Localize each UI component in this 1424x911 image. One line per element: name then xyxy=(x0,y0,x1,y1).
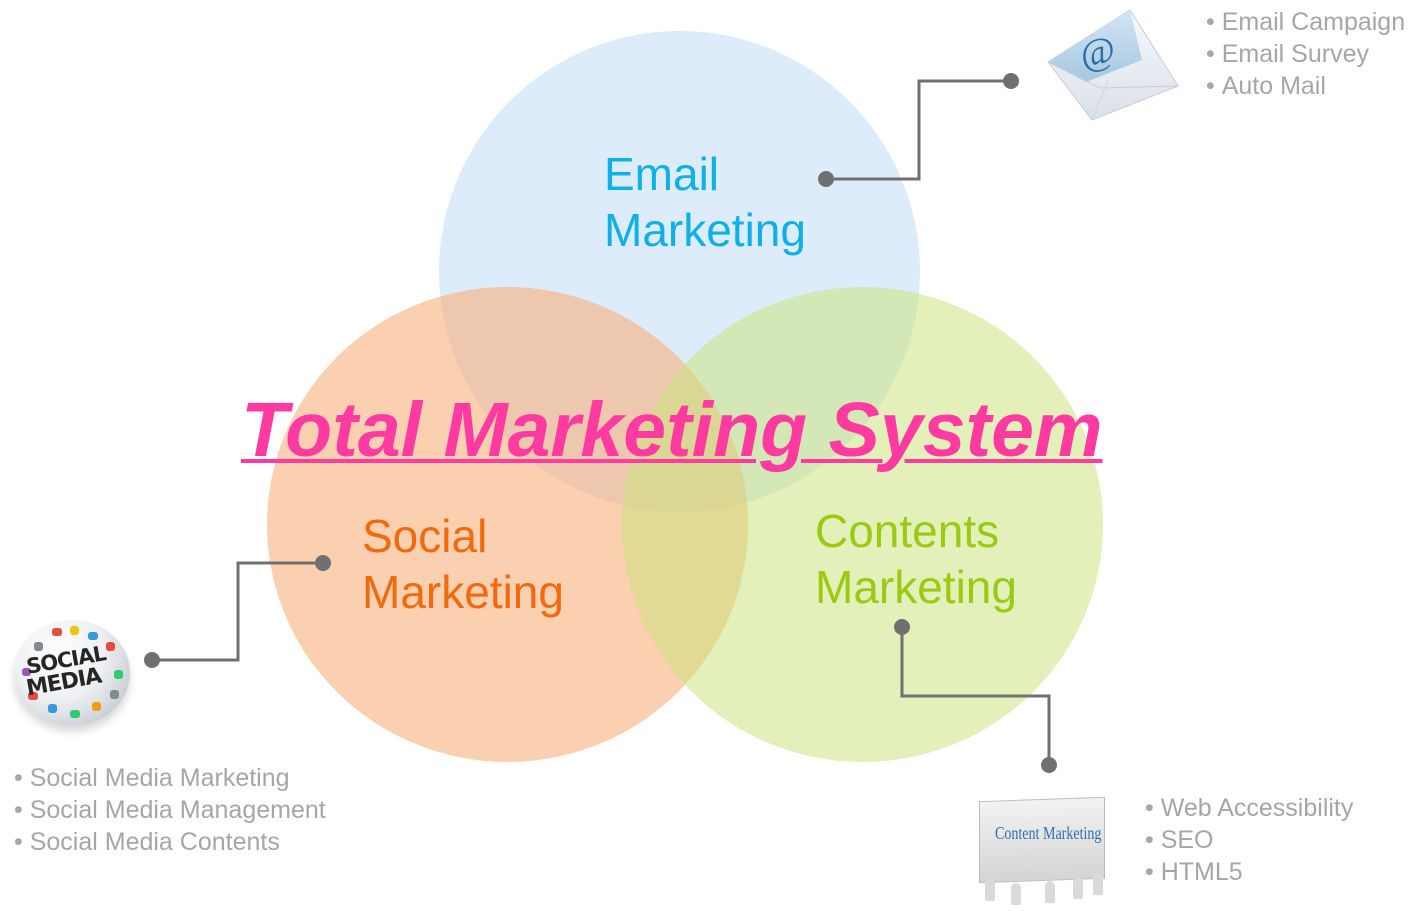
list-item: Web Accessibility xyxy=(1145,792,1354,824)
svg-text:@: @ xyxy=(1076,28,1119,76)
email-label-line2: Marketing xyxy=(604,204,806,256)
content-connector-dot-end xyxy=(1041,757,1057,773)
list-item: Email Campaign xyxy=(1206,6,1405,38)
envelope-at-icon: @ xyxy=(1047,9,1179,121)
list-item: Social Media Management xyxy=(14,794,326,826)
globe-ball xyxy=(14,620,130,726)
content-label-line2: Marketing xyxy=(815,561,1017,613)
social-label-line1: Social xyxy=(362,510,488,562)
social-label-line2: Marketing xyxy=(362,566,564,618)
list-item: HTML5 xyxy=(1145,856,1353,888)
list-item: Social Media Contents xyxy=(14,826,326,858)
content-bullet-list: Web Accessibility SEO HTML5 xyxy=(1145,792,1354,888)
email-connector-dot-end xyxy=(1003,73,1019,89)
list-item: Email Survey xyxy=(1206,38,1405,70)
email-marketing-label: Email Marketing xyxy=(604,146,806,258)
puzzle-board-text: Content Marketing xyxy=(995,823,1102,843)
list-item: Auto Mail xyxy=(1206,70,1405,102)
social-media-globe-icon: SOCIAL MEDIA xyxy=(14,620,132,728)
contents-marketing-label: Contents Marketing xyxy=(815,503,1017,615)
email-bullet-list: Email Campaign Email Survey Auto Mail xyxy=(1206,6,1405,102)
list-item: Social Media Marketing xyxy=(14,762,326,794)
content-label-line1: Contents xyxy=(815,505,1000,557)
email-label-line1: Email xyxy=(604,148,720,200)
social-marketing-label: Social Marketing xyxy=(362,508,564,620)
social-connector-dot-end xyxy=(144,652,160,668)
diagram-title: Total Marketing System xyxy=(241,387,1103,473)
social-bullet-list: Social Media Marketing Social Media Mana… xyxy=(14,762,326,858)
list-item: SEO xyxy=(1145,824,1353,856)
content-marketing-puzzle-icon: Content Marketing xyxy=(975,793,1115,909)
